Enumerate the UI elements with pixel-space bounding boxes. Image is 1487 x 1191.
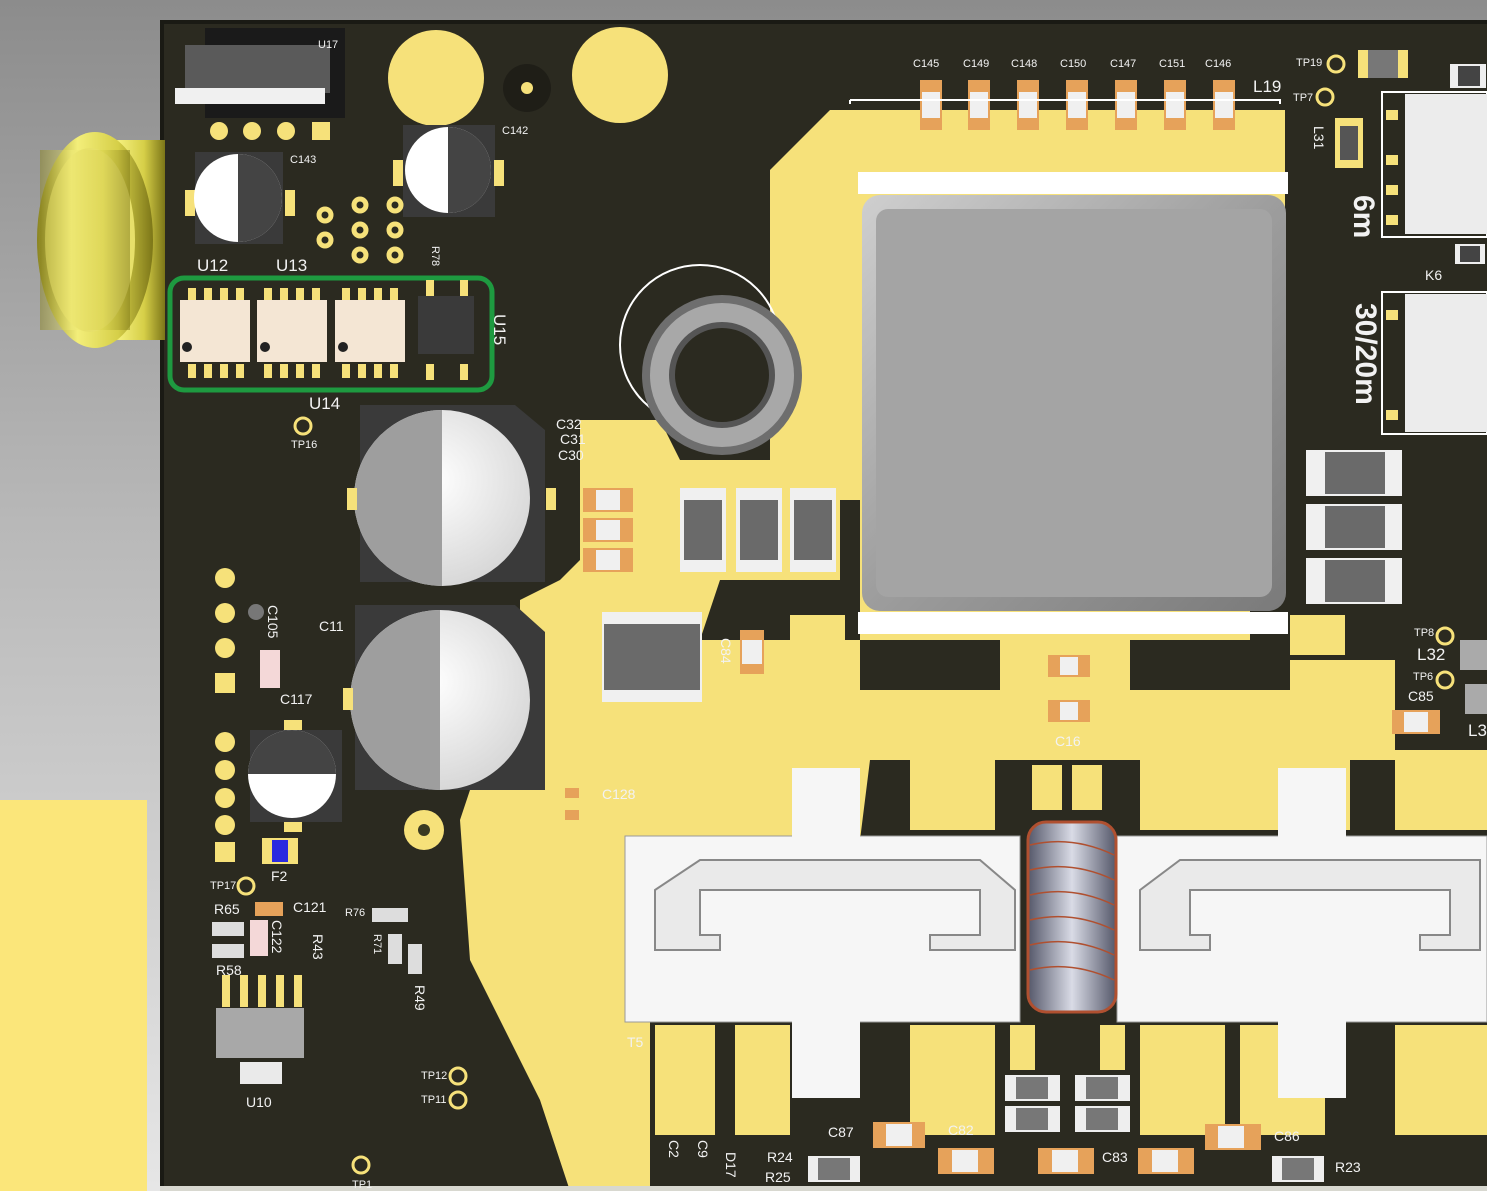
label-band-6m: 6m (1347, 195, 1380, 239)
label-r23: R23 (1335, 1159, 1361, 1175)
label-c128: C128 (602, 786, 636, 802)
label-r49: R49 (412, 985, 428, 1011)
label-c145: C145 (913, 58, 940, 70)
capacitor-c117 (248, 720, 342, 832)
label-c121: C121 (293, 899, 327, 915)
label-r65: R65 (214, 901, 240, 917)
transformer-t5 (624, 768, 1487, 1098)
mounting-pad-right (572, 27, 668, 123)
label-c9: C9 (695, 1140, 711, 1158)
label-c151: C151 (1159, 58, 1186, 70)
toroid-inductor (619, 264, 802, 455)
power-pads (655, 615, 1487, 1135)
label-c142: C142 (502, 125, 529, 137)
label-r43: R43 (310, 934, 326, 960)
label-band-30-20m: 30/20m (1349, 303, 1382, 405)
label-tp7: TP7 (1293, 92, 1314, 104)
label-c2: C2 (666, 1140, 682, 1158)
label-c83: C83 (1102, 1149, 1128, 1165)
label-c31: C31 (560, 431, 586, 447)
label-tp16: TP16 (291, 439, 318, 451)
label-r76: R76 (345, 907, 366, 919)
label-d17: D17 (723, 1152, 739, 1178)
relay-6m (1381, 91, 1487, 238)
label-r71: R71 (371, 934, 383, 955)
label-l31: L31 (1311, 126, 1327, 150)
label-c30: C30 (558, 447, 584, 463)
label-c82: C82 (948, 1122, 974, 1138)
label-r58: R58 (216, 962, 242, 978)
label-c84: C84 (718, 638, 734, 664)
label-c16: C16 (1055, 733, 1081, 749)
capacitor-c11 (343, 605, 556, 790)
label-c32: C32 (556, 416, 582, 432)
label-tp1: TP1 (352, 1179, 373, 1191)
test-points (236, 54, 1455, 1175)
label-u12: U12 (197, 256, 229, 275)
label-c149: C149 (963, 58, 990, 70)
label-tp11: TP11 (421, 1094, 447, 1106)
label-r25: R25 (765, 1169, 791, 1185)
via-array (316, 196, 404, 264)
label-u10: U10 (246, 1094, 272, 1110)
label-t5: T5 (627, 1034, 644, 1050)
smd-caps-c30-c32 (583, 488, 633, 572)
label-c122: C122 (269, 920, 285, 954)
small-smd-parts (212, 788, 579, 974)
smd-cap-row-bottom (808, 1075, 1324, 1182)
label-c105: C105 (265, 605, 281, 639)
label-f2: F2 (271, 868, 288, 884)
label-k6: K6 (1425, 267, 1443, 283)
smd-resistor-array (680, 450, 1402, 604)
label-l19: L19 (1253, 77, 1282, 96)
label-u14: U14 (309, 394, 341, 413)
label-c148: C148 (1011, 58, 1038, 70)
label-tp6: TP6 (1413, 671, 1434, 683)
u10-regulator (216, 975, 304, 1084)
label-c87: C87 (828, 1124, 854, 1140)
label-u13: U13 (276, 256, 308, 275)
label-tp17: TP17 (210, 880, 237, 892)
u17-regulator (175, 28, 345, 140)
optocoupler-group (167, 275, 495, 393)
label-tp19: TP19 (1296, 57, 1323, 69)
capacitor-c143 (185, 152, 295, 244)
label-c11: C11 (319, 618, 344, 634)
label-c147: C147 (1110, 58, 1137, 70)
label-l3: L3 (1468, 721, 1487, 740)
label-tp8: TP8 (1414, 627, 1435, 639)
capacitor-c142 (393, 125, 504, 217)
label-c146: C146 (1205, 58, 1232, 70)
side-panel (0, 800, 147, 1191)
bnc-connector (37, 132, 165, 348)
pin-header (215, 568, 235, 862)
label-tp12: TP12 (421, 1070, 448, 1082)
label-c143: C143 (290, 154, 317, 166)
label-c117: C117 (280, 691, 313, 707)
label-c85: C85 (1408, 688, 1434, 704)
label-c86: C86 (1274, 1128, 1300, 1144)
shielded-inductor (858, 172, 1288, 634)
label-r24: R24 (767, 1149, 793, 1165)
label-c150: C150 (1060, 58, 1087, 70)
label-l32: L32 (1417, 645, 1446, 664)
capacitor-c32 (347, 405, 556, 586)
relay-30-20m (1381, 291, 1487, 435)
label-u15: U15 (490, 314, 509, 346)
mounting-pad-left (388, 30, 484, 126)
label-u17: U17 (318, 39, 339, 51)
smd-cap-row-top (849, 80, 1281, 130)
label-r78: R78 (429, 246, 441, 267)
